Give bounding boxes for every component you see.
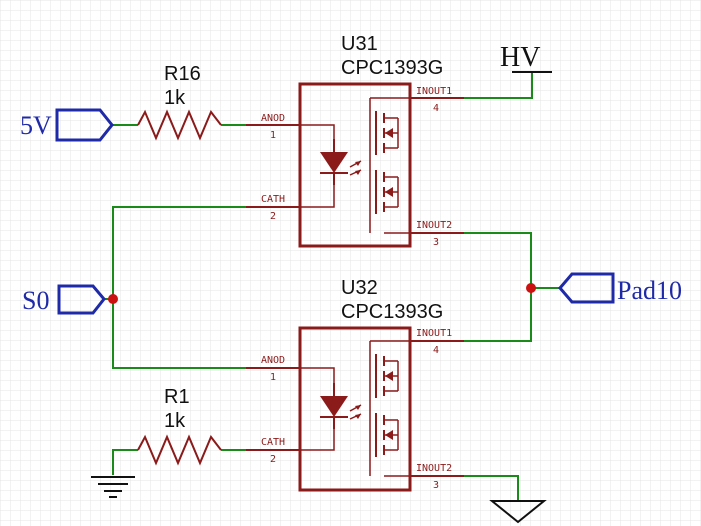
port-5v-label: 5V — [20, 111, 52, 140]
hv-power-symbol: HV — [500, 42, 552, 73]
u31-pin-anod-num: 1 — [270, 130, 276, 141]
ground-symbol-right — [489, 500, 547, 524]
u32-pin-inout1-num: 4 — [433, 345, 439, 356]
u32-ref: U32 — [341, 277, 378, 299]
u31-pin-inout1-num: 4 — [433, 103, 439, 114]
resistor-r1: R1 1k — [137, 386, 222, 466]
hv-label: HV — [500, 42, 540, 73]
port-pad10: Pad10 — [558, 272, 682, 305]
r1-value: 1k — [164, 410, 186, 432]
r16-value: 1k — [164, 87, 186, 109]
u31-pin-inout1: INOUT1 — [416, 86, 452, 97]
port-s0-label: S0 — [22, 286, 49, 315]
u32-pin-cath: CATH — [261, 437, 285, 448]
u31-pin-anod: ANOD — [261, 113, 285, 124]
u32-part: CPC1393G — [341, 301, 443, 323]
r16-ref: R16 — [164, 63, 201, 85]
u31-pin-cath: CATH — [261, 194, 285, 205]
r1-ref: R1 — [164, 386, 190, 408]
wire-u31-cath-s0 — [112, 206, 300, 369]
u32-pin-anod-num: 1 — [270, 372, 276, 383]
junction-s0 — [108, 294, 118, 304]
u31-body — [298, 82, 412, 248]
relay-u31: U31 CPC1393G ANOD 1 CATH 2 INOUT1 4 INOU… — [246, 33, 464, 248]
u31-pin-cath-num: 2 — [270, 211, 276, 222]
u31-part: CPC1393G — [341, 57, 443, 79]
junction-pad10 — [526, 283, 536, 293]
u32-pin-anod: ANOD — [261, 355, 285, 366]
resistor-r16: R16 1k — [137, 63, 222, 141]
u32-pin-inout2: INOUT2 — [416, 463, 452, 474]
relay-u32: U32 CPC1393G ANOD 1 CATH 2 INOUT1 4 INOU… — [246, 277, 464, 492]
u32-pin-inout1: INOUT1 — [416, 328, 452, 339]
u31-pin-inout2-num: 3 — [433, 237, 439, 248]
port-s0: S0 — [22, 284, 106, 315]
u32-body — [298, 326, 412, 492]
u32-pin-cath-num: 2 — [270, 454, 276, 465]
u31-pin-inout2: INOUT2 — [416, 220, 452, 231]
port-pad10-label: Pad10 — [617, 276, 682, 305]
u31-ref: U31 — [341, 33, 378, 55]
wire-r1-gnd — [112, 449, 138, 475]
ground-symbol-left — [91, 476, 135, 498]
u32-pin-inout2-num: 3 — [433, 480, 439, 491]
port-5v: 5V — [20, 108, 114, 142]
